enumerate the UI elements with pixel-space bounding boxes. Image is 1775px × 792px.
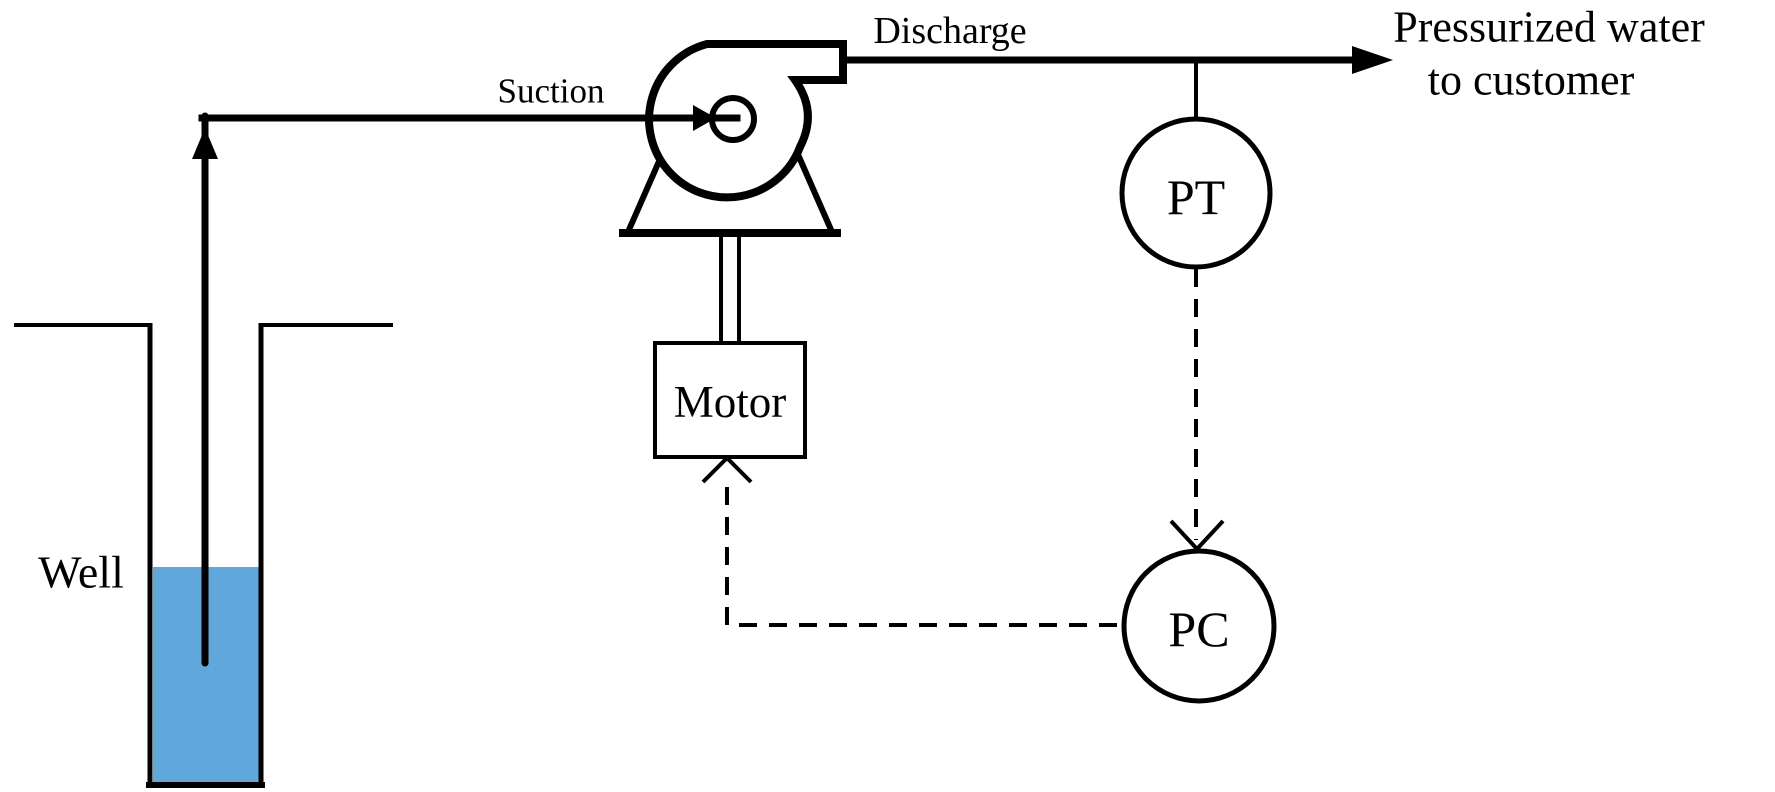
pressurized-water-label-line1: Pressurized water	[1393, 3, 1705, 52]
pt-label: PT	[1167, 169, 1225, 225]
well-label: Well	[38, 547, 124, 598]
diagram-root: Well Suction	[14, 3, 1705, 788]
motor-group: Motor	[653, 236, 807, 459]
motor-box	[653, 341, 807, 459]
pt-to-pc-signal-group	[1169, 269, 1225, 552]
discharge-arrow-icon	[1352, 46, 1393, 74]
pc-to-motor-signal-group	[701, 455, 1122, 627]
flow-right-arrow-icon	[693, 105, 716, 131]
pressure-controller-group: PC	[1121, 548, 1277, 704]
pump-volute-casing	[645, 40, 847, 202]
signal-up-arrow-icon	[701, 455, 753, 484]
pc-to-motor-dashed-line	[725, 487, 1122, 627]
suction-line-group: Suction	[192, 72, 605, 667]
pc-label: PC	[1168, 601, 1229, 657]
pump-base-left-side	[625, 148, 667, 234]
pump-eye-circle	[709, 95, 757, 143]
pump-base-right-side	[793, 148, 835, 234]
discharge-line-group: Discharge Pressurized water to customer	[843, 3, 1705, 105]
pressurized-water-label-line2: to customer	[1428, 56, 1635, 105]
suction-label: Suction	[498, 72, 605, 111]
flow-up-arrow-icon	[192, 128, 218, 159]
pump-group	[198, 40, 847, 237]
pressure-transmitter-group: PT	[1119, 62, 1273, 270]
pc-instrument-circle	[1121, 548, 1277, 704]
pt-instrument-circle	[1119, 116, 1273, 270]
motor-label: Motor	[674, 377, 787, 427]
discharge-label: Discharge	[873, 10, 1026, 52]
